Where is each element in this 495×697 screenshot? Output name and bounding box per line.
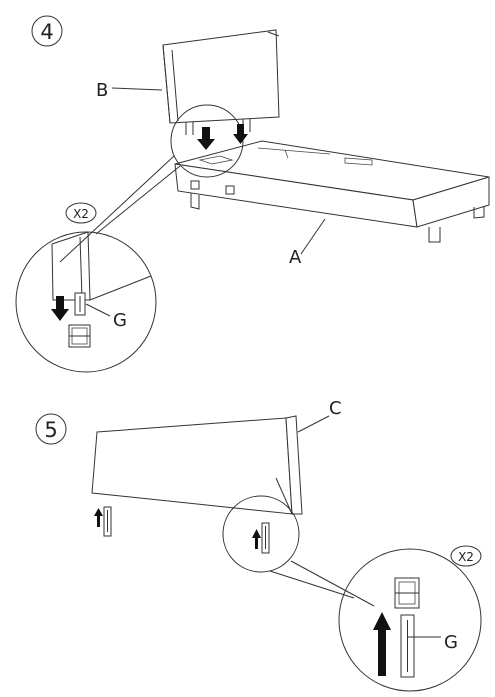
zoom-connector [269, 570, 355, 599]
label-a: A [289, 247, 302, 268]
clip-part [394, 577, 420, 609]
step-4-number: 4 [40, 20, 53, 44]
quantity-step-4: X2 [73, 207, 89, 221]
step-5-number: 5 [44, 418, 57, 442]
quantity-badge-4: X2 [65, 202, 97, 224]
quantity-badge-5: X2 [450, 545, 482, 567]
detail-circle-large-5: G [338, 548, 482, 692]
bed-base-a [174, 140, 490, 243]
arrow-up-icon [94, 508, 103, 527]
label-c: C [329, 398, 342, 419]
arrow-down-icon [197, 127, 215, 150]
leader-line-g [85, 303, 111, 317]
step-5-number-badge: 5 [35, 413, 67, 445]
clip-part [68, 324, 91, 348]
label-g-step-5: G [444, 632, 458, 653]
detail-circle-small-4 [170, 104, 244, 178]
label-b: B [96, 80, 108, 101]
step-5: 5 C [35, 398, 482, 692]
step-4: 4 B [15, 15, 490, 373]
detail-circle-large-4: G [15, 231, 157, 373]
headboard-b [162, 29, 280, 135]
zoom-connector [290, 560, 375, 607]
arrow-up-icon [373, 612, 391, 676]
detail-circle-small-5 [222, 495, 300, 573]
leader-line-c [297, 415, 330, 433]
panel-c [91, 415, 303, 515]
quantity-step-5: X2 [458, 550, 474, 564]
leader-line-a [300, 218, 326, 255]
arrow-down-icon [51, 296, 69, 321]
bracket-left [103, 506, 112, 537]
bracket-in-detail [261, 522, 270, 554]
zoom-connector [95, 165, 181, 235]
step-4-number-badge: 4 [31, 15, 63, 47]
arrow-down-icon [233, 124, 248, 144]
label-g-step-4: G [113, 310, 127, 331]
leader-line-b [111, 87, 163, 91]
arrow-up-icon [252, 529, 261, 549]
zoom-connector [59, 155, 175, 263]
